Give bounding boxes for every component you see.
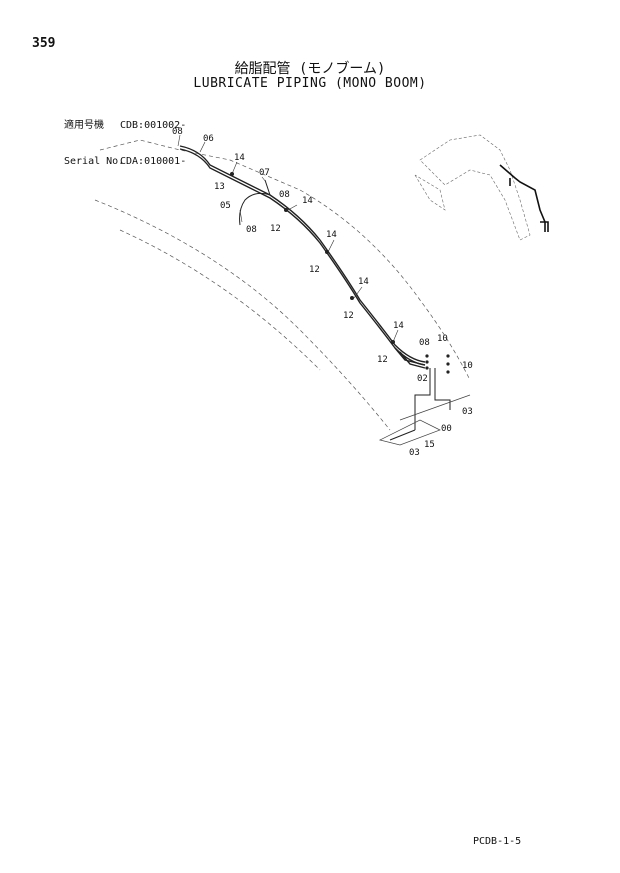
applicable-unit-label: 適用号機 [64, 120, 104, 131]
serial-no-value: CDA:010001- [120, 156, 187, 167]
serial-applicability-block: 適用号機 CDB:001002- Serial No.CDA:010001- [64, 96, 186, 180]
callout-08-top: 08 [172, 127, 183, 137]
callout-10-upper: 10 [437, 334, 448, 344]
page-title-japanese: 給脂配管 (モノブーム) [234, 61, 386, 77]
callout-14-fourth: 14 [358, 277, 369, 287]
callout-12-fourth: 12 [377, 355, 388, 365]
excavator-inset-thumbnail [414, 134, 531, 241]
footer-page-code: PCDB-1-5 [473, 836, 522, 847]
callout-12-second: 12 [309, 265, 320, 275]
callout-02: 02 [417, 374, 428, 384]
callout-leaders [177, 134, 399, 343]
callout-12-third: 12 [343, 311, 354, 321]
serial-no-label: Serial No. [64, 156, 125, 167]
callout-10-lower: 10 [462, 361, 473, 371]
callout-08-lower-left: 08 [246, 225, 257, 235]
grease-fittings [230, 172, 450, 374]
applicable-unit-value: CDB:001002- [120, 120, 187, 131]
callout-05: 05 [220, 201, 231, 211]
callout-12-first: 12 [270, 224, 281, 234]
excavator-inset-grease-line [499, 164, 549, 232]
callout-00: 00 [441, 424, 452, 434]
grease-hose-main [179, 145, 426, 369]
callout-06: 06 [203, 134, 214, 144]
page-title-english: LUBRICATE PIPING (MONO BOOM) [193, 76, 427, 91]
callout-15: 15 [424, 440, 435, 450]
callout-08-right: 08 [419, 338, 430, 348]
callout-14-second: 14 [302, 196, 313, 206]
grease-branch-lines [239, 179, 451, 441]
boom-foot-plate [378, 394, 471, 446]
callout-14-upper: 14 [234, 153, 245, 163]
callout-03-bottom: 03 [409, 448, 420, 458]
callout-03-right: 03 [462, 407, 473, 417]
boom-outline [94, 139, 471, 431]
callout-07: 07 [259, 168, 270, 178]
callout-08-mid: 08 [279, 190, 290, 200]
page-number: 359 [32, 36, 56, 51]
callout-14-third: 14 [326, 230, 337, 240]
callout-13: 13 [214, 182, 225, 192]
callout-14-fifth: 14 [393, 321, 404, 331]
